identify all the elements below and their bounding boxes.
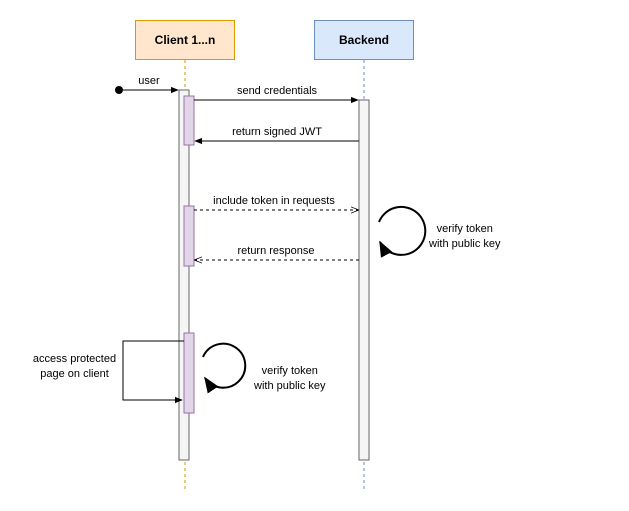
client-activation-2 <box>183 205 195 267</box>
backend-verify-note: verify token with public key <box>429 222 501 252</box>
return-jwt-label: return signed JWT <box>232 126 322 138</box>
backend-verify-line-2: with public key <box>429 238 501 250</box>
client-activation-3 <box>183 332 195 414</box>
return-response-label: return response <box>237 245 315 257</box>
include-token-label: include token in requests <box>213 195 335 207</box>
backend-participant-label: Backend <box>338 33 390 47</box>
client-verify-note: verify token with public key <box>254 364 326 394</box>
user-label: user <box>138 75 160 87</box>
access-protected-label: access protected page on client <box>32 352 117 382</box>
access-protected-line-1: access protected <box>32 353 117 365</box>
client-activation-1 <box>183 95 195 146</box>
backend-verify-cycle-icon <box>378 205 427 258</box>
client-verify-line-1: verify token <box>261 365 318 377</box>
access-protected-line-2: page on client <box>40 368 109 380</box>
backend-verify-line-1: verify token <box>436 223 493 235</box>
access-protected-loop <box>122 340 184 404</box>
client-execution-bar <box>178 89 190 461</box>
client-verify-cycle-icon <box>202 342 247 394</box>
backend-execution-bar <box>358 99 370 461</box>
send-credentials-label: send credentials <box>236 85 318 97</box>
client-participant: Client 1...n <box>135 20 235 60</box>
backend-participant: Backend <box>314 20 414 60</box>
client-verify-line-2: with public key <box>254 380 326 392</box>
client-participant-label: Client 1...n <box>154 33 216 47</box>
